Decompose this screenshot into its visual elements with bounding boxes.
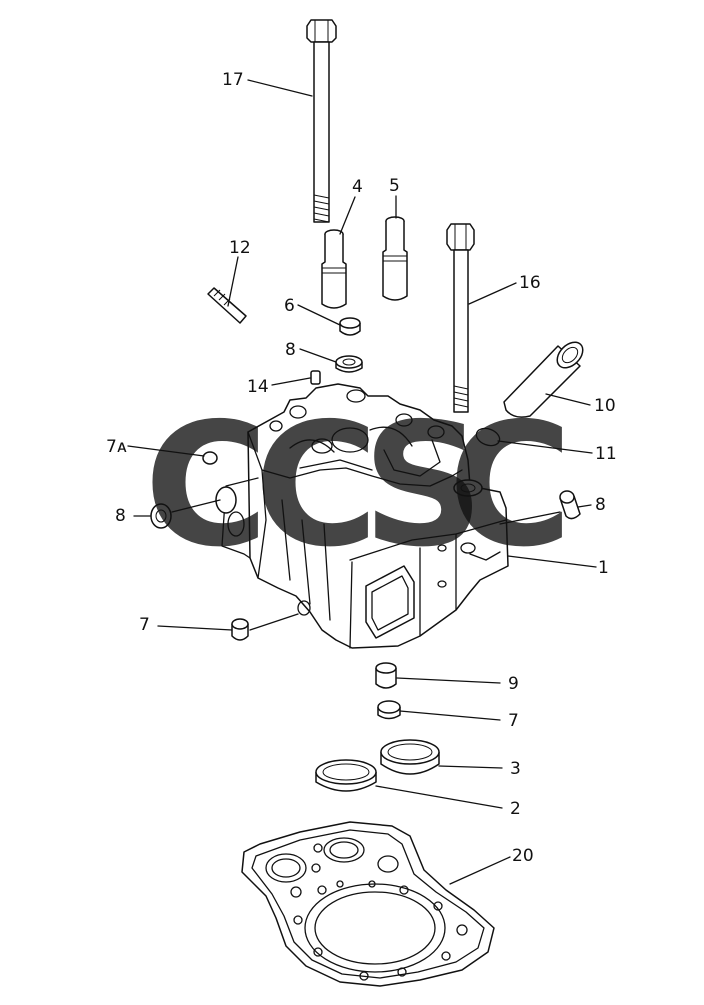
part-8-washer-upper — [335, 355, 363, 373]
callout-4: 4 — [352, 177, 363, 197]
callout-5: 5 — [389, 176, 400, 196]
leader-lines — [127, 79, 597, 885]
callout-7-lower: 7 — [508, 711, 519, 731]
callout-7-left: 7 — [139, 615, 150, 635]
watermark: C C S C — [144, 387, 573, 585]
part-9-valve-seat — [375, 662, 397, 689]
part-8-washer-left — [150, 503, 172, 529]
part-6-valve-seal — [339, 317, 361, 336]
watermark-letter-1: C — [144, 387, 269, 585]
part-4-valve-guide — [321, 229, 347, 309]
part-10-injector-sleeve — [503, 341, 584, 418]
callout-17: 17 — [222, 70, 244, 90]
callout-14: 14 — [247, 377, 269, 397]
part-7a-plug — [202, 451, 218, 465]
part-3-valve-seat-ring — [380, 739, 440, 775]
part-7-plug-left — [231, 618, 249, 641]
part-7-plug-lower — [377, 700, 401, 720]
callout-10: 10 — [594, 396, 616, 416]
callout-8-left: 8 — [115, 506, 126, 526]
part-14-dowel-pin — [310, 370, 321, 385]
watermark-letter-3: S — [362, 387, 484, 585]
part-17-head-bolt — [306, 19, 337, 223]
callout-11: 11 — [595, 444, 617, 464]
callout-2: 2 — [510, 799, 521, 819]
callout-7a: 7ᴀ — [106, 437, 127, 457]
part-8-washer-right — [559, 490, 581, 520]
callout-labels: 17 4 5 12 16 6 8 14 10 7ᴀ 11 8 8 1 7 9 7… — [106, 70, 617, 866]
callout-3: 3 — [510, 759, 521, 779]
watermark-letter-4: C — [448, 387, 573, 585]
part-5-valve-guide — [382, 216, 408, 301]
part-1-cylinder-head — [215, 383, 509, 649]
callout-8-right: 8 — [595, 495, 606, 515]
part-20-head-gasket — [241, 821, 495, 987]
callout-8-upper: 8 — [285, 340, 296, 360]
callout-20: 20 — [512, 846, 534, 866]
callout-1: 1 — [598, 558, 609, 578]
callout-9: 9 — [508, 674, 519, 694]
part-12-stud — [207, 287, 247, 324]
watermark-letter-2: C — [254, 387, 379, 585]
part-16-head-bolt — [446, 223, 475, 413]
callout-12: 12 — [229, 238, 251, 258]
callout-16: 16 — [519, 273, 541, 293]
callout-6: 6 — [284, 296, 295, 316]
part-2-valve-seat-ring — [315, 759, 377, 792]
